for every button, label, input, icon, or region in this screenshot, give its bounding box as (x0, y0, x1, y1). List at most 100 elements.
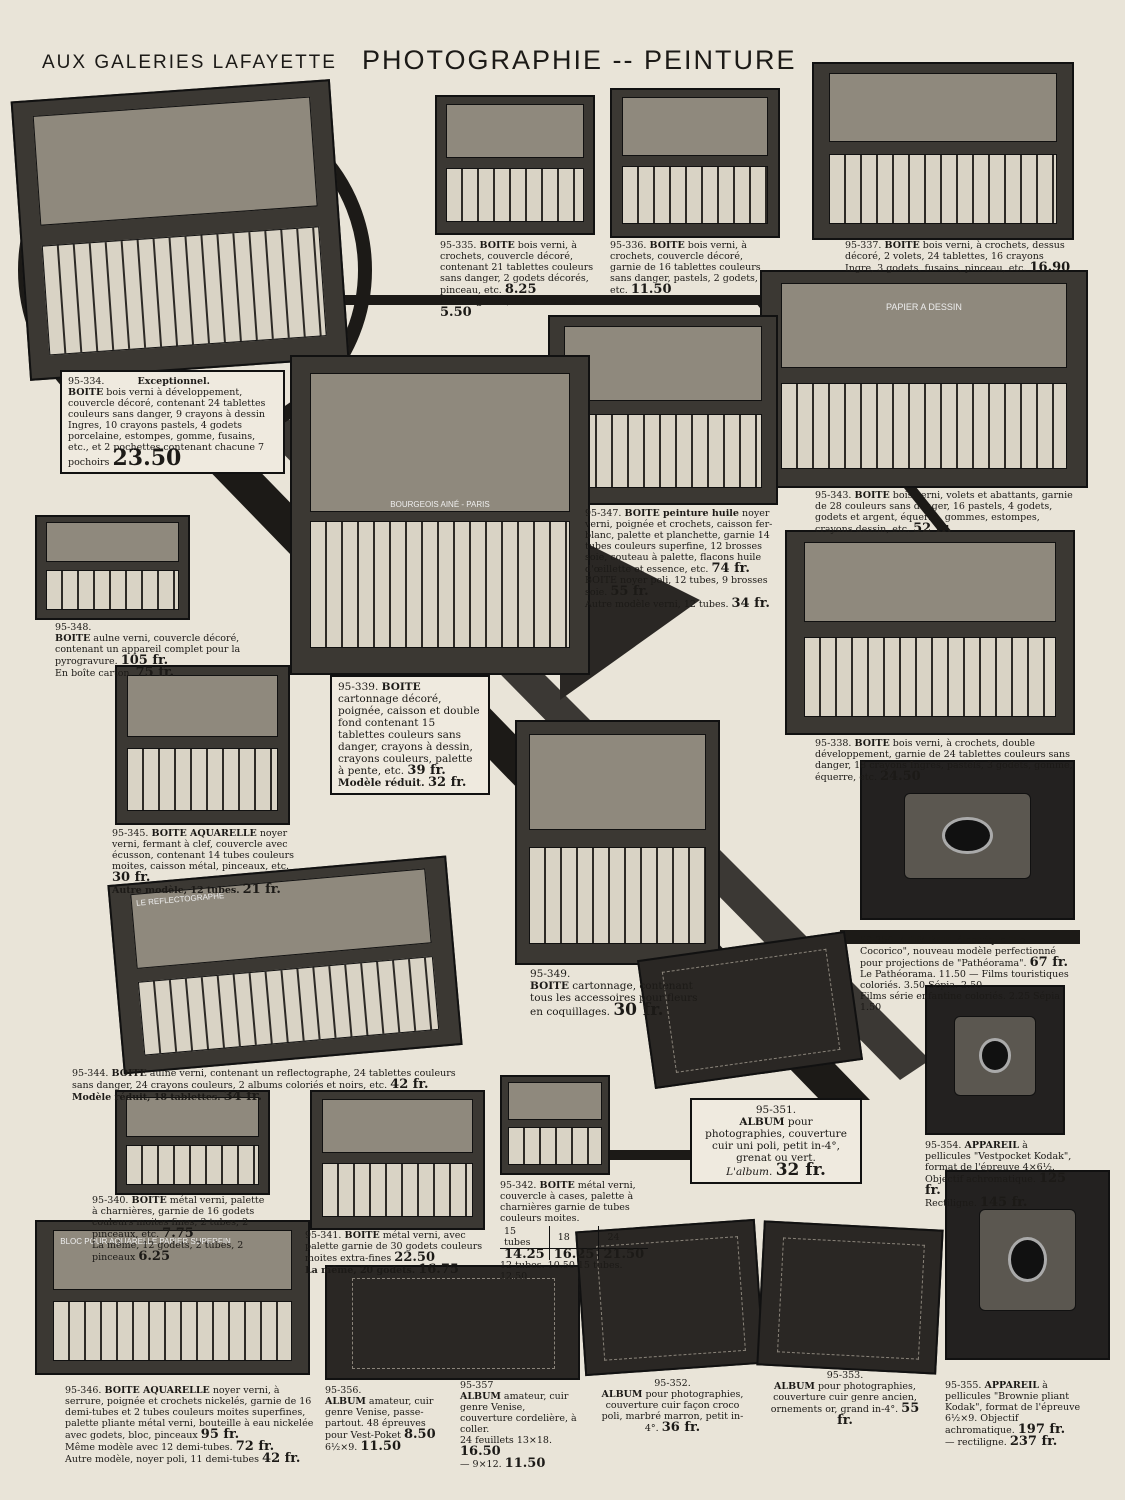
box-lid (829, 72, 1057, 143)
item-336-image (610, 88, 780, 238)
extra: Modèle réduit, 18 tablettes. (72, 1092, 221, 1103)
name: BOITE AQUARELLE (151, 828, 257, 839)
item-339-image: BOURGEOIS AINÉ - PARIS (290, 355, 590, 675)
paint-tray (508, 1126, 602, 1166)
caption-95-334: 95-334. Exceptionnel. BOITE bois verni à… (60, 370, 285, 474)
price: 7.75 (162, 1226, 194, 1241)
item-338-image (785, 530, 1075, 735)
ref: 95-339. (338, 681, 379, 693)
caption-95-357: 95-357 ALBUM amateur, cuir genre Venise,… (460, 1380, 580, 1470)
box-lid (127, 674, 278, 738)
desc: électrique "Le Cocorico", nouveau modèle… (860, 935, 1057, 969)
price: 16.90 (1029, 260, 1071, 275)
caption-95-336: 95-336. BOITE bois verni, à crochets, co… (610, 240, 775, 296)
paint-tray (127, 748, 278, 811)
item-340-image (115, 1090, 270, 1195)
bourgeois-label: BOURGEOIS AINÉ - PARIS (390, 499, 490, 509)
price: 32 fr. (775, 1160, 826, 1180)
price: 11.50 (630, 282, 672, 297)
extra-price: 21 fr. (242, 882, 281, 897)
caption-95-337: 95-337. BOITE bois verni, à crochets, de… (845, 240, 1075, 274)
item-342-image (500, 1075, 610, 1175)
price: 22.50 (394, 1250, 436, 1265)
extra-price: 32 fr. (428, 775, 467, 790)
desc: aulne verni, couvercle décoré, contenant… (55, 633, 241, 667)
paint-tray (804, 636, 1056, 717)
name: BOITE (539, 1180, 575, 1191)
price: 23.50 (112, 445, 182, 471)
box-lid (322, 1098, 473, 1154)
extra: — rectiligne. (945, 1437, 1007, 1448)
item-356-album-image (325, 1265, 580, 1380)
desc: bois verni, à crochets, dessus décoré, 2… (845, 240, 1065, 274)
paint-tray (126, 1144, 259, 1185)
caption-95-347: 95-347. BOITE peinture huile noyer verni… (585, 508, 785, 610)
extra: La même, 12 godets, 2 tubes, 2 pinceaux (92, 1240, 244, 1263)
paint-tray (621, 165, 769, 225)
desc: noyer verni, à serrure, poignée et croch… (65, 1385, 314, 1441)
caption-95-339: 95-339. BOITE cartonnage décoré, poignée… (330, 675, 490, 795)
item-334-image (10, 79, 350, 381)
caption-95-343: 95-343. BOITE bois verni, volets et abat… (815, 490, 1080, 535)
item-337-image (812, 62, 1074, 240)
item-350-projector-image (860, 760, 1075, 920)
name: BOITE (854, 490, 890, 501)
paint-tray (309, 521, 571, 648)
extra: Autre modèle, 12 tubes. (112, 885, 240, 896)
name: BOITE peinture huile (624, 508, 739, 519)
name: ALBUM (325, 1396, 366, 1407)
item-353-album-image (756, 1220, 944, 1375)
label: Exceptionnel. (137, 376, 210, 387)
extra-price: 75 fr. (135, 665, 174, 680)
name: BOITE (55, 633, 91, 644)
desc: pour photographies, couverture cuir faço… (601, 1389, 744, 1434)
desc: bois verni, volets et abattants, garnie … (815, 490, 1073, 535)
caption-95-345: 95-345. BOITE AQUARELLE noyer verni, fer… (112, 828, 307, 896)
bloc-label: BLOC POUR AQUARELLE PAPIER SUPERFIN (60, 1236, 231, 1246)
caption-95-356: 95-356. ALBUM amateur, cuir genre Venise… (325, 1385, 450, 1453)
table-head-1: 15 tubes (500, 1226, 550, 1249)
price: 39 fr. (407, 763, 446, 778)
item-348-image (35, 515, 190, 620)
name: ALBUM (601, 1389, 643, 1400)
extra-price: 6.25 (138, 1249, 171, 1264)
extra: 6½×9. (325, 1442, 358, 1453)
price: 30 fr. (613, 1000, 664, 1020)
price: 8.25 (504, 282, 537, 297)
caption-95-354: 95-354. APPAREIL à pellicules "Vestpocke… (925, 1140, 1075, 1209)
extra-price: 72 fr. (235, 1439, 275, 1454)
desc: métal verni, couvercle à cases, palette … (500, 1180, 636, 1224)
lens (1008, 1237, 1047, 1282)
extra: Le Pathéorama. 11.50 — Films touristique… (860, 969, 1069, 991)
extra2-price: 34 fr. (731, 596, 770, 611)
desc: amateur, cuir genre Venise, passe-partou… (325, 1396, 434, 1441)
name: BOITE (530, 980, 569, 992)
price: 55 fr. (837, 1401, 920, 1428)
box-lid (621, 97, 769, 156)
ref: 95-354. (925, 1140, 962, 1151)
name: ALBUM (739, 1116, 785, 1128)
box-lid (563, 326, 763, 401)
caption-95-355: 95-355. APPAREIL à pellicules "Brownie p… (945, 1380, 1085, 1448)
paint-tray (46, 569, 179, 610)
caption-95-335: 95-335. BOITE bois verni, à crochets, co… (440, 240, 600, 319)
box-lid (804, 542, 1056, 623)
price: 67 fr. (1029, 955, 1068, 970)
table-cell-2: 16.25 (549, 1248, 600, 1261)
ref: 95-345. (112, 828, 149, 839)
ref: 95-336. (610, 240, 647, 251)
caption-95-342: 95-342. BOITE métal verni, couvercle à c… (500, 1180, 649, 1282)
desc: bois verni, à crochets, couvercle décoré… (610, 240, 761, 296)
box-lid (446, 103, 584, 159)
caption-95-341: 95-341. BOITE métal verni, avec palette … (305, 1230, 490, 1276)
desc: bois verni, à crochets, double développe… (815, 738, 1073, 783)
item-343-image: PAPIER A DESSIN (760, 270, 1088, 488)
extra2-price: 42 fr. (262, 1451, 301, 1466)
desc: métal verni, avec palette garnie de 30 g… (305, 1230, 483, 1264)
ref: 95-351. (755, 1104, 797, 1116)
extra-price: 145 fr. (979, 1195, 1028, 1210)
name: APPAREIL (899, 935, 955, 946)
name: BOITE (854, 738, 890, 749)
caption-95-346: 95-346. BOITE AQUARELLE noyer verni, à s… (65, 1385, 315, 1465)
